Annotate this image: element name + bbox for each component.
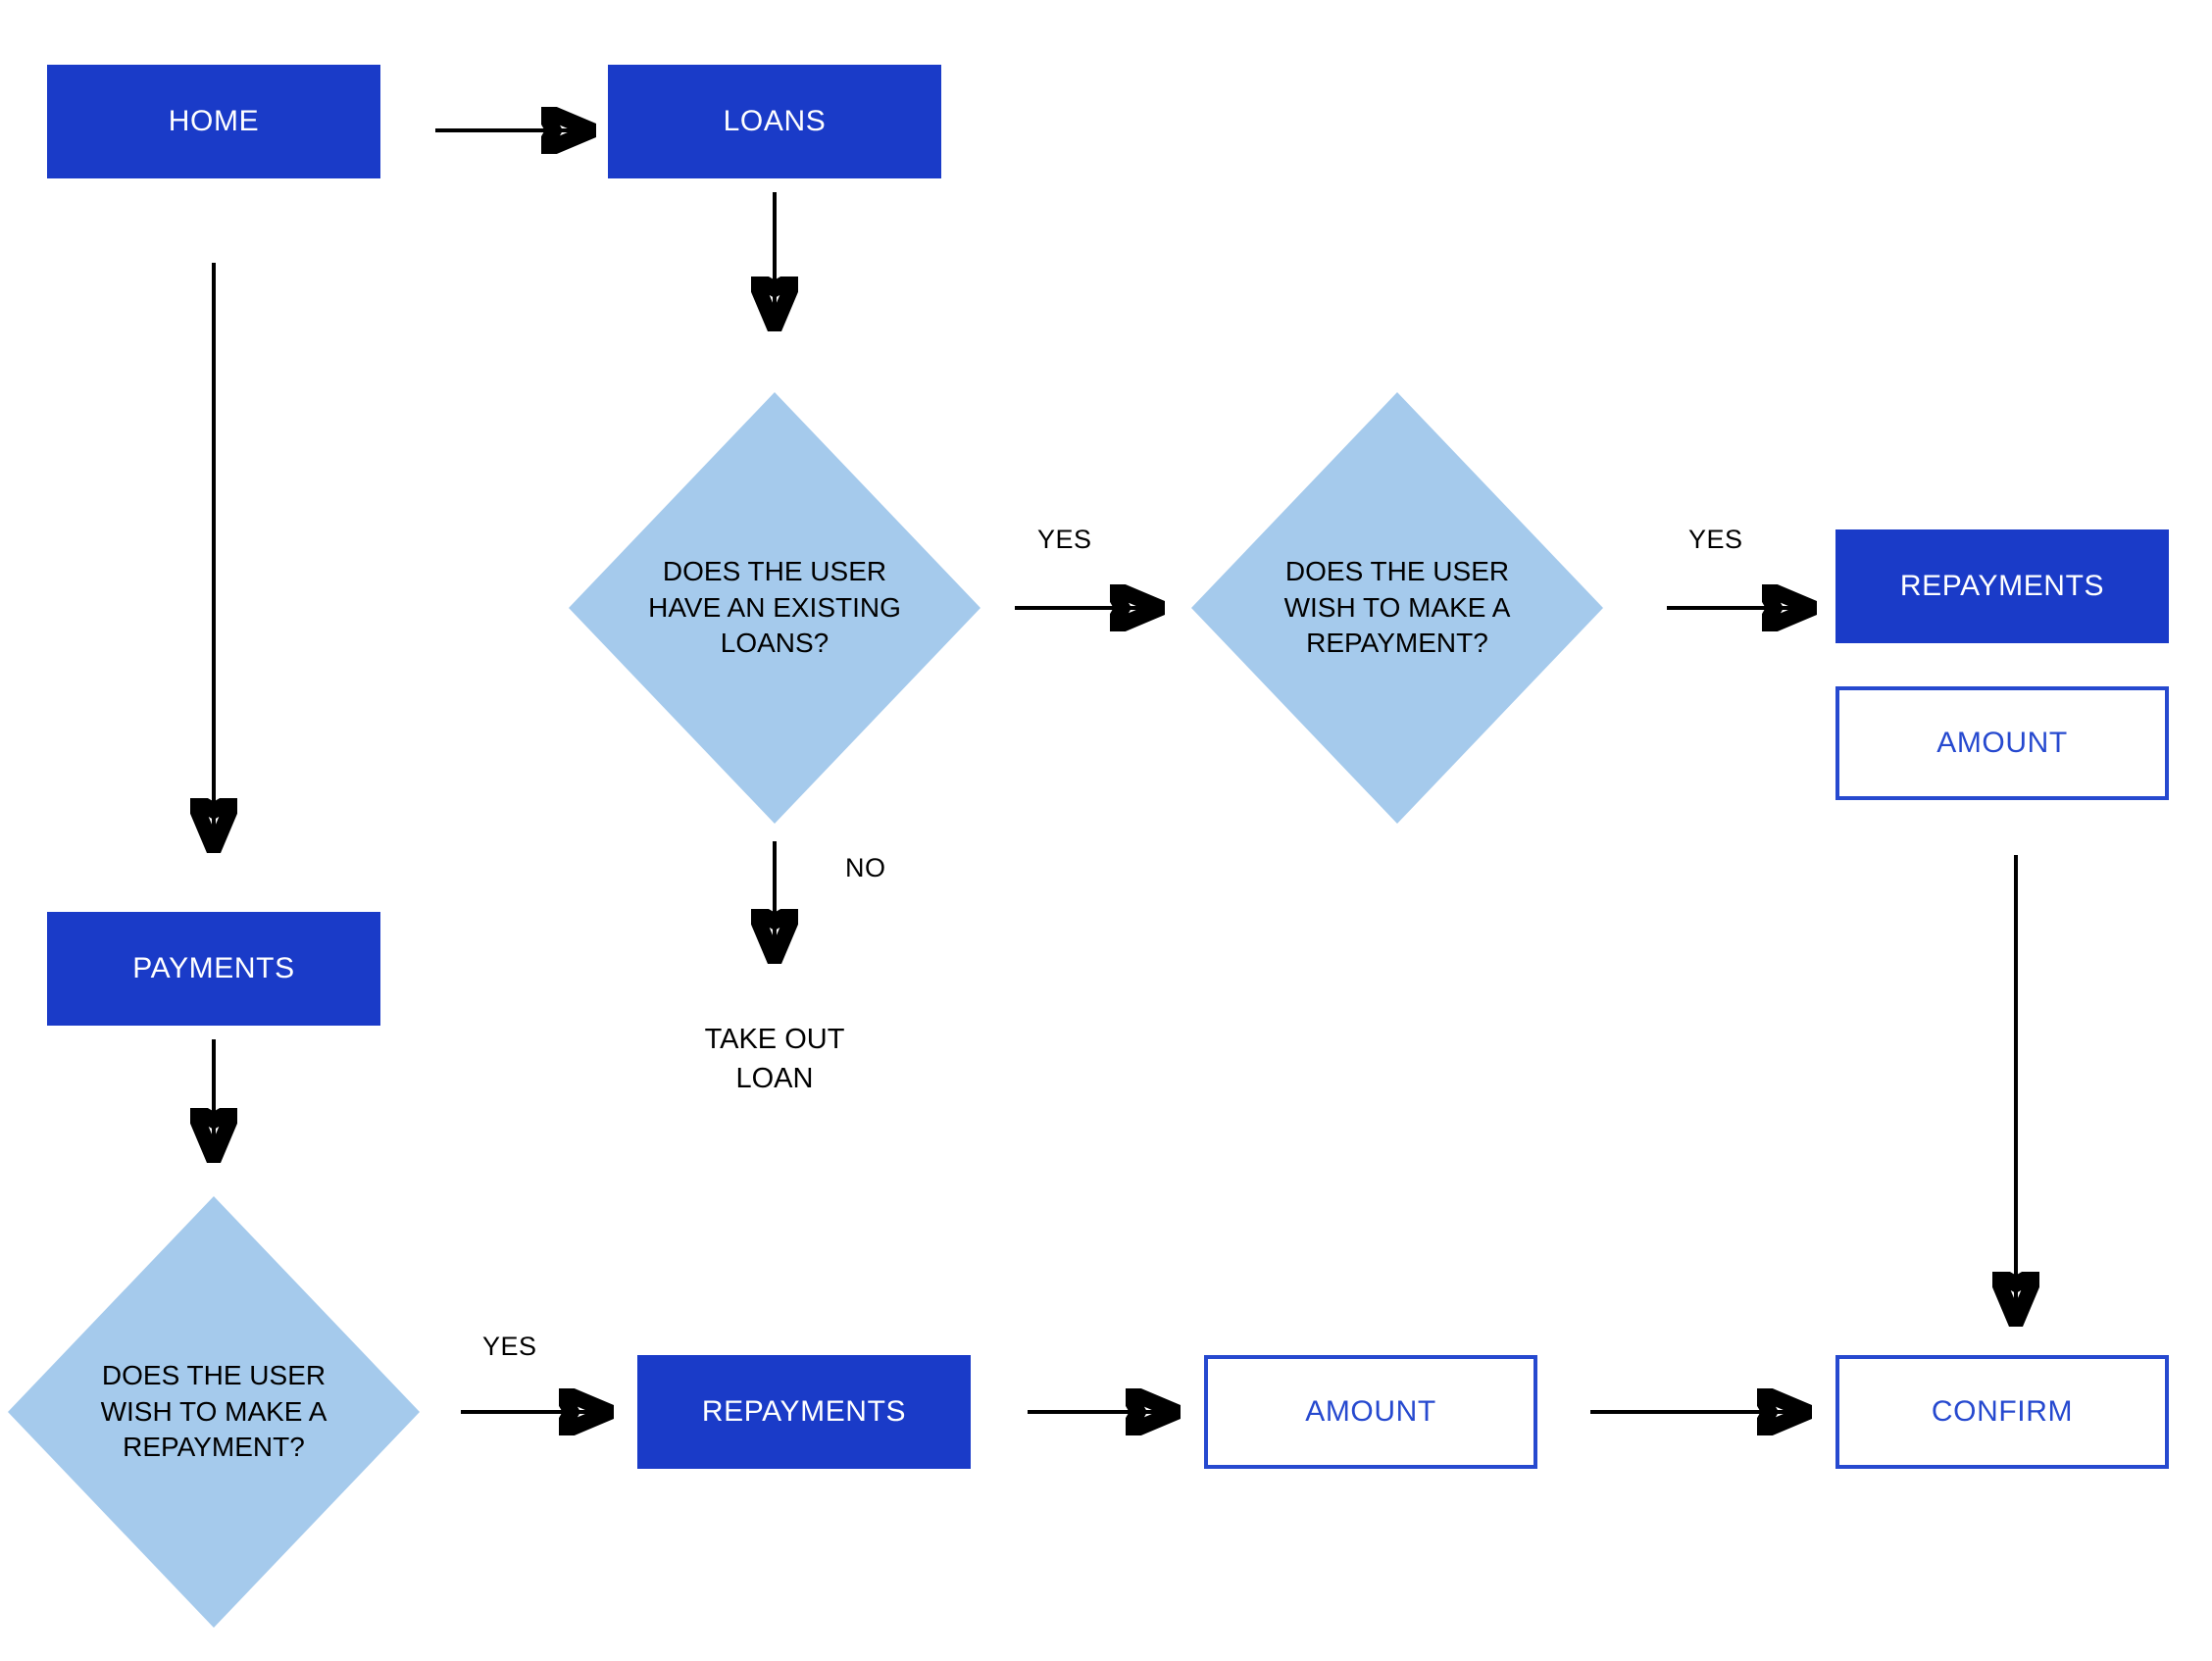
edge-label-yes-existing-loans: YES <box>1037 525 1092 554</box>
node-decision-existing-loans-label: DOES THE USER HAVE AN EXISTING LOANS? <box>648 555 901 659</box>
node-home[interactable]: HOME <box>47 65 380 178</box>
edge-label-yes-repayment-bottom: YES <box>482 1332 537 1361</box>
node-decision-repayment-top-label: DOES THE USER WISH TO MAKE A REPAYMENT? <box>1283 555 1511 659</box>
node-amount-top-label: AMOUNT <box>1936 727 2068 760</box>
node-decision-existing-loans[interactable]: DOES THE USER HAVE AN EXISTING LOANS? <box>569 392 980 824</box>
node-home-label: HOME <box>168 105 260 138</box>
edge-label-yes-repayment-top: YES <box>1688 525 1743 554</box>
node-decision-repayment-bottom-label: DOES THE USER WISH TO MAKE A REPAYMENT? <box>100 1359 327 1463</box>
node-loans-label: LOANS <box>723 105 827 138</box>
node-repayments-bottom[interactable]: REPAYMENTS <box>637 1355 971 1469</box>
node-loans[interactable]: LOANS <box>608 65 941 178</box>
node-repayments-bottom-label: REPAYMENTS <box>701 1395 907 1429</box>
node-repayments-top[interactable]: REPAYMENTS <box>1835 529 2169 643</box>
node-payments[interactable]: PAYMENTS <box>47 912 380 1026</box>
edge-label-no-existing-loans: NO <box>845 853 886 882</box>
node-decision-repayment-top[interactable]: DOES THE USER WISH TO MAKE A REPAYMENT? <box>1191 392 1603 824</box>
node-confirm-label: CONFIRM <box>1931 1395 2074 1429</box>
node-take-out-loan-label: TAKE OUT LOAN <box>704 1024 845 1095</box>
node-confirm[interactable]: CONFIRM <box>1835 1355 2169 1469</box>
node-amount-top[interactable]: AMOUNT <box>1835 686 2169 800</box>
node-amount-bottom[interactable]: AMOUNT <box>1204 1355 1537 1469</box>
node-decision-repayment-bottom[interactable]: DOES THE USER WISH TO MAKE A REPAYMENT? <box>8 1196 420 1628</box>
node-repayments-top-label: REPAYMENTS <box>1899 570 2105 603</box>
node-take-out-loan: TAKE OUT LOAN <box>647 981 902 1098</box>
node-amount-bottom-label: AMOUNT <box>1305 1395 1436 1429</box>
node-payments-label: PAYMENTS <box>132 952 295 985</box>
